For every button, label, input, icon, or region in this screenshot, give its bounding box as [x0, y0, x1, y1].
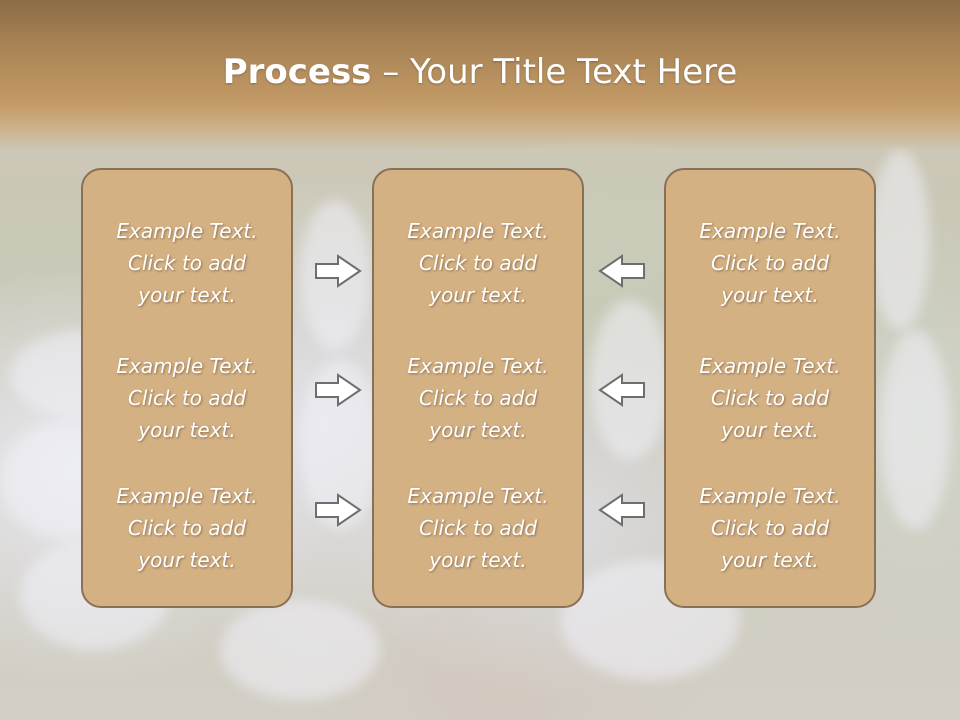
text-line: your text. — [721, 548, 819, 572]
text-line: Example Text. — [407, 354, 549, 378]
text-line: Example Text. — [407, 484, 549, 508]
text-line: your text. — [721, 418, 819, 442]
text-line: Click to add — [127, 251, 247, 275]
text-line: Click to add — [418, 386, 538, 410]
text-line: your text. — [429, 418, 527, 442]
text-line: your text. — [138, 548, 236, 572]
text-line: Example Text. — [699, 219, 841, 243]
text-placeholder[interactable]: Example Text. Click to add your text. — [374, 480, 582, 576]
text-line: Example Text. — [407, 219, 549, 243]
title-band — [0, 0, 960, 150]
text-line: Example Text. — [116, 354, 258, 378]
text-line: Click to add — [710, 386, 830, 410]
text-line: Example Text. — [116, 219, 258, 243]
left-arrow-icon[interactable] — [598, 373, 646, 407]
text-line: Example Text. — [116, 484, 258, 508]
text-line: your text. — [138, 283, 236, 307]
title-text: – Your Title Text Here — [371, 52, 738, 92]
text-line: your text. — [138, 418, 236, 442]
left-arrow-icon[interactable] — [598, 254, 646, 288]
text-line: Example Text. — [699, 484, 841, 508]
slide-title[interactable]: Process – Your Title Text Here — [0, 52, 960, 92]
text-line: Click to add — [710, 516, 830, 540]
text-placeholder[interactable]: Example Text. Click to add your text. — [666, 350, 874, 446]
right-arrow-icon[interactable] — [314, 254, 362, 288]
text-placeholder[interactable]: Example Text. Click to add your text. — [666, 215, 874, 311]
process-box-right[interactable]: Example Text. Click to add your text. Ex… — [664, 168, 876, 608]
text-line: Click to add — [710, 251, 830, 275]
text-line: Click to add — [127, 516, 247, 540]
process-box-left[interactable]: Example Text. Click to add your text. Ex… — [81, 168, 293, 608]
text-line: Example Text. — [699, 354, 841, 378]
text-placeholder[interactable]: Example Text. Click to add your text. — [374, 215, 582, 311]
text-line: your text. — [721, 283, 819, 307]
process-box-center[interactable]: Example Text. Click to add your text. Ex… — [372, 168, 584, 608]
text-placeholder[interactable]: Example Text. Click to add your text. — [83, 480, 291, 576]
text-placeholder[interactable]: Example Text. Click to add your text. — [374, 350, 582, 446]
text-line: Click to add — [418, 251, 538, 275]
text-placeholder[interactable]: Example Text. Click to add your text. — [666, 480, 874, 576]
right-arrow-icon[interactable] — [314, 373, 362, 407]
text-line: your text. — [429, 283, 527, 307]
text-line: your text. — [429, 548, 527, 572]
text-placeholder[interactable]: Example Text. Click to add your text. — [83, 215, 291, 311]
right-arrow-icon[interactable] — [314, 493, 362, 527]
text-placeholder[interactable]: Example Text. Click to add your text. — [83, 350, 291, 446]
left-arrow-icon[interactable] — [598, 493, 646, 527]
text-line: Click to add — [127, 386, 247, 410]
text-line: Click to add — [418, 516, 538, 540]
title-bold-text: Process — [222, 52, 372, 92]
